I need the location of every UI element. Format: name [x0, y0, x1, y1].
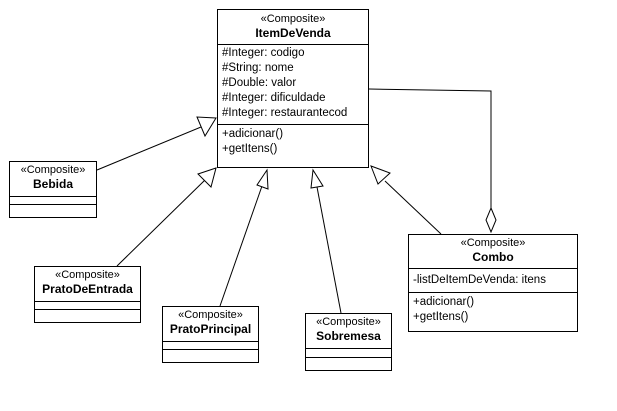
attributes-compartment: -listDeItemDeVenda: itens [409, 269, 577, 293]
operations-compartment: +adicionar() +getItens() [409, 293, 577, 331]
operations-compartment: +adicionar() +getItens() [218, 125, 368, 167]
attributes-compartment: #Integer: codigo #String: nome #Double: … [218, 45, 368, 125]
attribute: #Integer: dificuldade [222, 92, 326, 104]
operations-compartment [10, 205, 96, 217]
operations-compartment [163, 350, 258, 362]
class-sobremesa[interactable]: «Composite» Sobremesa [305, 313, 392, 371]
class-item-de-venda[interactable]: «Composite» ItemDeVenda #Integer: codigo… [217, 9, 369, 168]
class-header: «Composite» Sobremesa [306, 314, 391, 349]
attribute: #Double: valor [222, 77, 297, 89]
stereotype-label: «Composite» [55, 269, 120, 281]
operation: +adicionar() [222, 128, 284, 140]
class-name: ItemDeVenda [255, 26, 331, 40]
class-name: Bebida [32, 177, 73, 191]
operation: +adicionar() [413, 296, 475, 308]
class-name: PratoPrincipal [169, 322, 252, 336]
stereotype-label: «Composite» [178, 309, 243, 321]
attributes-compartment [35, 302, 140, 310]
stereotype-label: «Composite» [460, 237, 526, 249]
class-bebida[interactable]: «Composite» Bebida [9, 161, 97, 218]
class-name: Combo [472, 250, 514, 264]
stereotype-label: «Composite» [260, 13, 326, 25]
attributes-compartment [163, 342, 258, 350]
attributes-compartment [306, 349, 391, 358]
class-prato-de-entrada[interactable]: «Composite» PratoDeEntrada [34, 266, 141, 323]
generalization-prato-de-entrada [116, 167, 217, 267]
class-header: «Composite» ItemDeVenda [218, 10, 368, 45]
class-header: «Composite» Combo [409, 235, 577, 269]
generalization-bebida [96, 116, 217, 171]
stereotype-label: «Composite» [20, 164, 86, 176]
class-prato-principal[interactable]: «Composite» PratoPrincipal [162, 306, 259, 363]
operations-compartment [35, 310, 140, 322]
stereotype-label: «Composite» [316, 316, 381, 328]
class-header: «Composite» PratoDeEntrada [35, 267, 140, 302]
attributes-compartment [10, 197, 96, 205]
class-name: Sobremesa [316, 329, 381, 343]
operations-compartment [306, 358, 391, 370]
class-name: PratoDeEntrada [42, 282, 133, 296]
operation: +getItens() [413, 311, 469, 323]
generalization-combo [370, 165, 442, 235]
attribute: #Integer: codigo [222, 47, 305, 59]
operation: +getItens() [222, 143, 278, 155]
generalization-prato-principal [219, 168, 269, 307]
attribute: #Integer: restaurantecod [222, 107, 348, 119]
class-header: «Composite» Bebida [10, 162, 96, 197]
class-header: «Composite» PratoPrincipal [163, 307, 258, 342]
attribute: -listDeItemDeVenda: itens [413, 274, 546, 286]
aggregation-combo-itens [368, 88, 497, 234]
attribute: #String: nome [222, 62, 294, 74]
class-combo[interactable]: «Composite» Combo -listDeItemDeVenda: it… [408, 234, 578, 332]
generalization-sobremesa [310, 168, 342, 314]
